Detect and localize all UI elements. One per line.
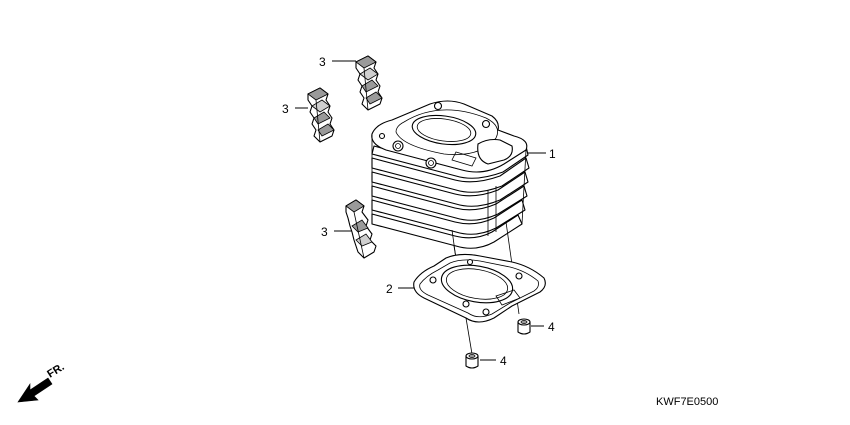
fin-damper-rubber-lower (345, 199, 377, 259)
cylinder-base-gasket (413, 253, 546, 323)
front-direction-arrow: FR. (17, 361, 67, 403)
callout-dowel-right: 4 (548, 320, 555, 334)
cylinder-part (371, 100, 530, 249)
callout-gasket: 2 (386, 282, 393, 296)
callout-rubber-left: 3 (282, 102, 289, 116)
callout-rubber-lower: 3 (321, 225, 328, 239)
dowel-pin-right (517, 318, 531, 335)
fin-damper-rubber-top (355, 55, 383, 111)
callout-cylinder: 1 (549, 147, 556, 161)
front-arrow-icon (17, 377, 53, 403)
callout-rubber-top: 3 (319, 55, 326, 69)
diagram-code: KWF7E0500 (656, 396, 718, 408)
callout-dowel-lower: 4 (500, 354, 507, 368)
leader-lines (295, 60, 546, 361)
front-direction-label: FR. (45, 361, 66, 381)
fin-damper-rubber-left (307, 87, 335, 143)
dowel-pin-lower (465, 352, 479, 369)
